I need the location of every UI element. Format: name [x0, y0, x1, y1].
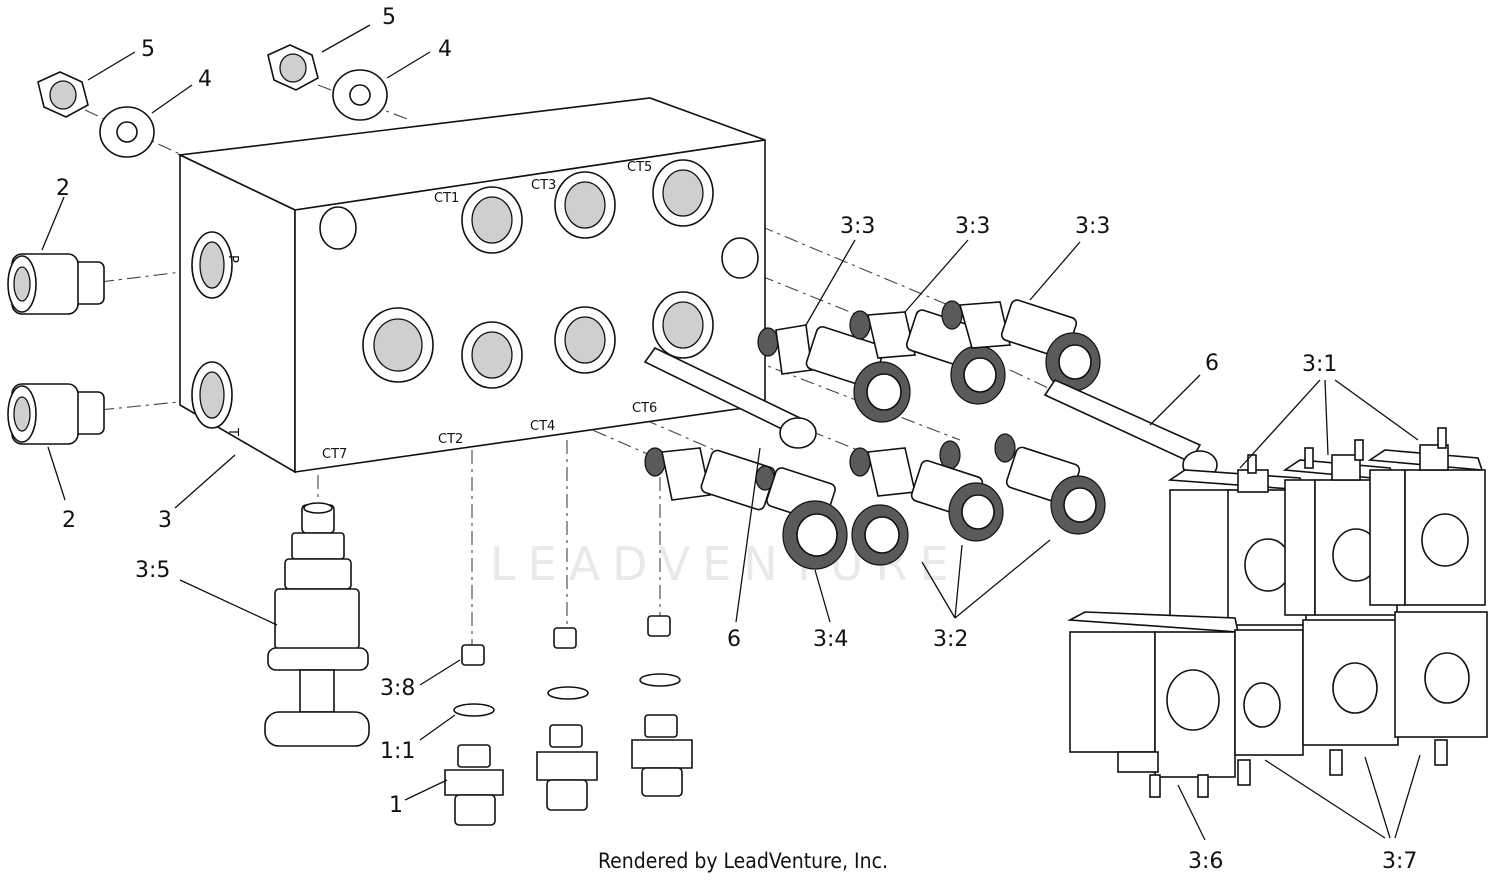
callout-washer-left: 4 — [198, 67, 212, 92]
callout-washer-right: 4 — [438, 37, 452, 62]
port-label-t: T — [225, 427, 240, 436]
port-label-ct4: CT4 — [530, 419, 555, 434]
manifold-block — [177, 97, 766, 474]
leader-lines — [41, 24, 1421, 841]
port-label-ct2: CT2 — [438, 432, 463, 447]
callout-fitting-top: 2 — [56, 176, 70, 201]
callout-fitting-bottom: 2 — [62, 508, 76, 533]
washer-right — [332, 69, 388, 121]
port-label-ct7: CT7 — [322, 447, 347, 462]
cartridge-3-2-a — [849, 447, 916, 566]
callout-cartridge-3-4: 3:4 — [813, 627, 848, 652]
coil-3-1-c — [1367, 427, 1486, 606]
callout-coil-3-7: 3:7 — [1382, 849, 1417, 874]
callout-cartridge-3-3-c: 3:3 — [1075, 214, 1110, 239]
cartridge-bottom-1 — [644, 447, 776, 511]
callout-coil-3-1: 3:1 — [1302, 352, 1337, 377]
cartridge-3-3-c — [941, 299, 1101, 392]
plug-3-8 — [461, 615, 671, 666]
callout-coil-3-6: 3:6 — [1188, 849, 1223, 874]
callout-plug-3-8: 3:8 — [380, 676, 415, 701]
port-label-p: P — [225, 255, 240, 263]
callout-fitting-1: 1 — [389, 793, 403, 818]
callout-cartridge-3-3-a: 3:3 — [840, 214, 875, 239]
rod-6-bottom — [643, 346, 817, 449]
fitting-top — [7, 253, 105, 315]
port-label-ct1: CT1 — [434, 191, 459, 206]
port-label-ct3: CT3 — [531, 178, 556, 193]
cartridge-3-3-a — [757, 324, 911, 423]
callout-nut-right: 5 — [382, 5, 396, 30]
port-label-ct6: CT6 — [632, 401, 657, 416]
port-labels: P T CT1 CT3 CT5 CT7 CT2 CT4 CT6 — [225, 160, 657, 462]
callout-rod-6-bottom: 6 — [727, 627, 741, 652]
cartridge-3-2-c — [994, 433, 1106, 535]
callout-valve-3-5: 3:5 — [135, 558, 170, 583]
valve-3-5 — [264, 502, 370, 747]
callout-o-ring-1-1: 1:1 — [380, 739, 415, 764]
cartridge-3-3-b — [849, 309, 1006, 405]
nut-left — [37, 71, 89, 118]
callout-manifold: 3 — [158, 508, 172, 533]
credit-text: Rendered by LeadVenture, Inc. — [598, 849, 888, 873]
port-label-ct5: CT5 — [627, 160, 652, 175]
callout-cartridge-3-3-b: 3:3 — [955, 214, 990, 239]
nut-right — [267, 44, 319, 91]
cartridge-3-4 — [755, 465, 848, 570]
callout-labels: 5 4 5 4 2 2 3 3:5 3:3 3:3 3:3 6 6 3:4 3:… — [56, 5, 1417, 874]
coil-3-6 — [1067, 611, 1240, 798]
o-ring-1-1 — [453, 673, 681, 717]
fitting-1 — [444, 714, 693, 826]
callout-cartridge-3-2: 3:2 — [933, 627, 968, 652]
cartridge-3-2-b — [910, 440, 1004, 542]
washer-left — [99, 106, 155, 158]
fitting-bottom — [7, 383, 105, 445]
callout-nut-left: 5 — [141, 37, 155, 62]
coil-3-7 — [1234, 611, 1488, 786]
callout-rod-6-right: 6 — [1205, 351, 1219, 376]
